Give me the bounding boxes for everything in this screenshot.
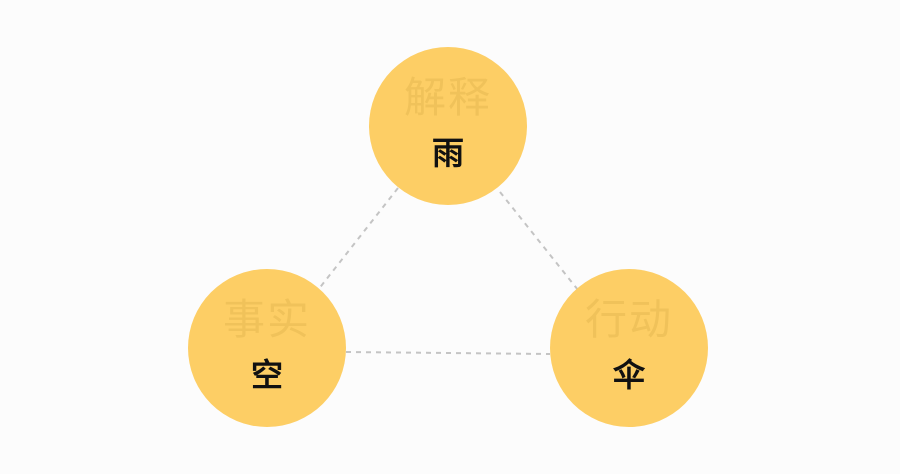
link-left-right [345,351,551,355]
node-left: 事实 空 [188,269,346,427]
node-top: 解释 雨 [369,47,527,205]
node-top-background-label: 解释 [403,73,492,122]
node-right-label: 伞 [612,356,645,394]
node-right-background-label: 行动 [584,295,673,344]
node-left-label: 空 [250,356,283,394]
link-top-left [317,187,399,291]
node-left-background-label: 事实 [222,295,311,344]
node-right: 行动 伞 [550,269,708,427]
link-top-right [499,191,579,291]
node-top-label: 雨 [431,134,464,172]
